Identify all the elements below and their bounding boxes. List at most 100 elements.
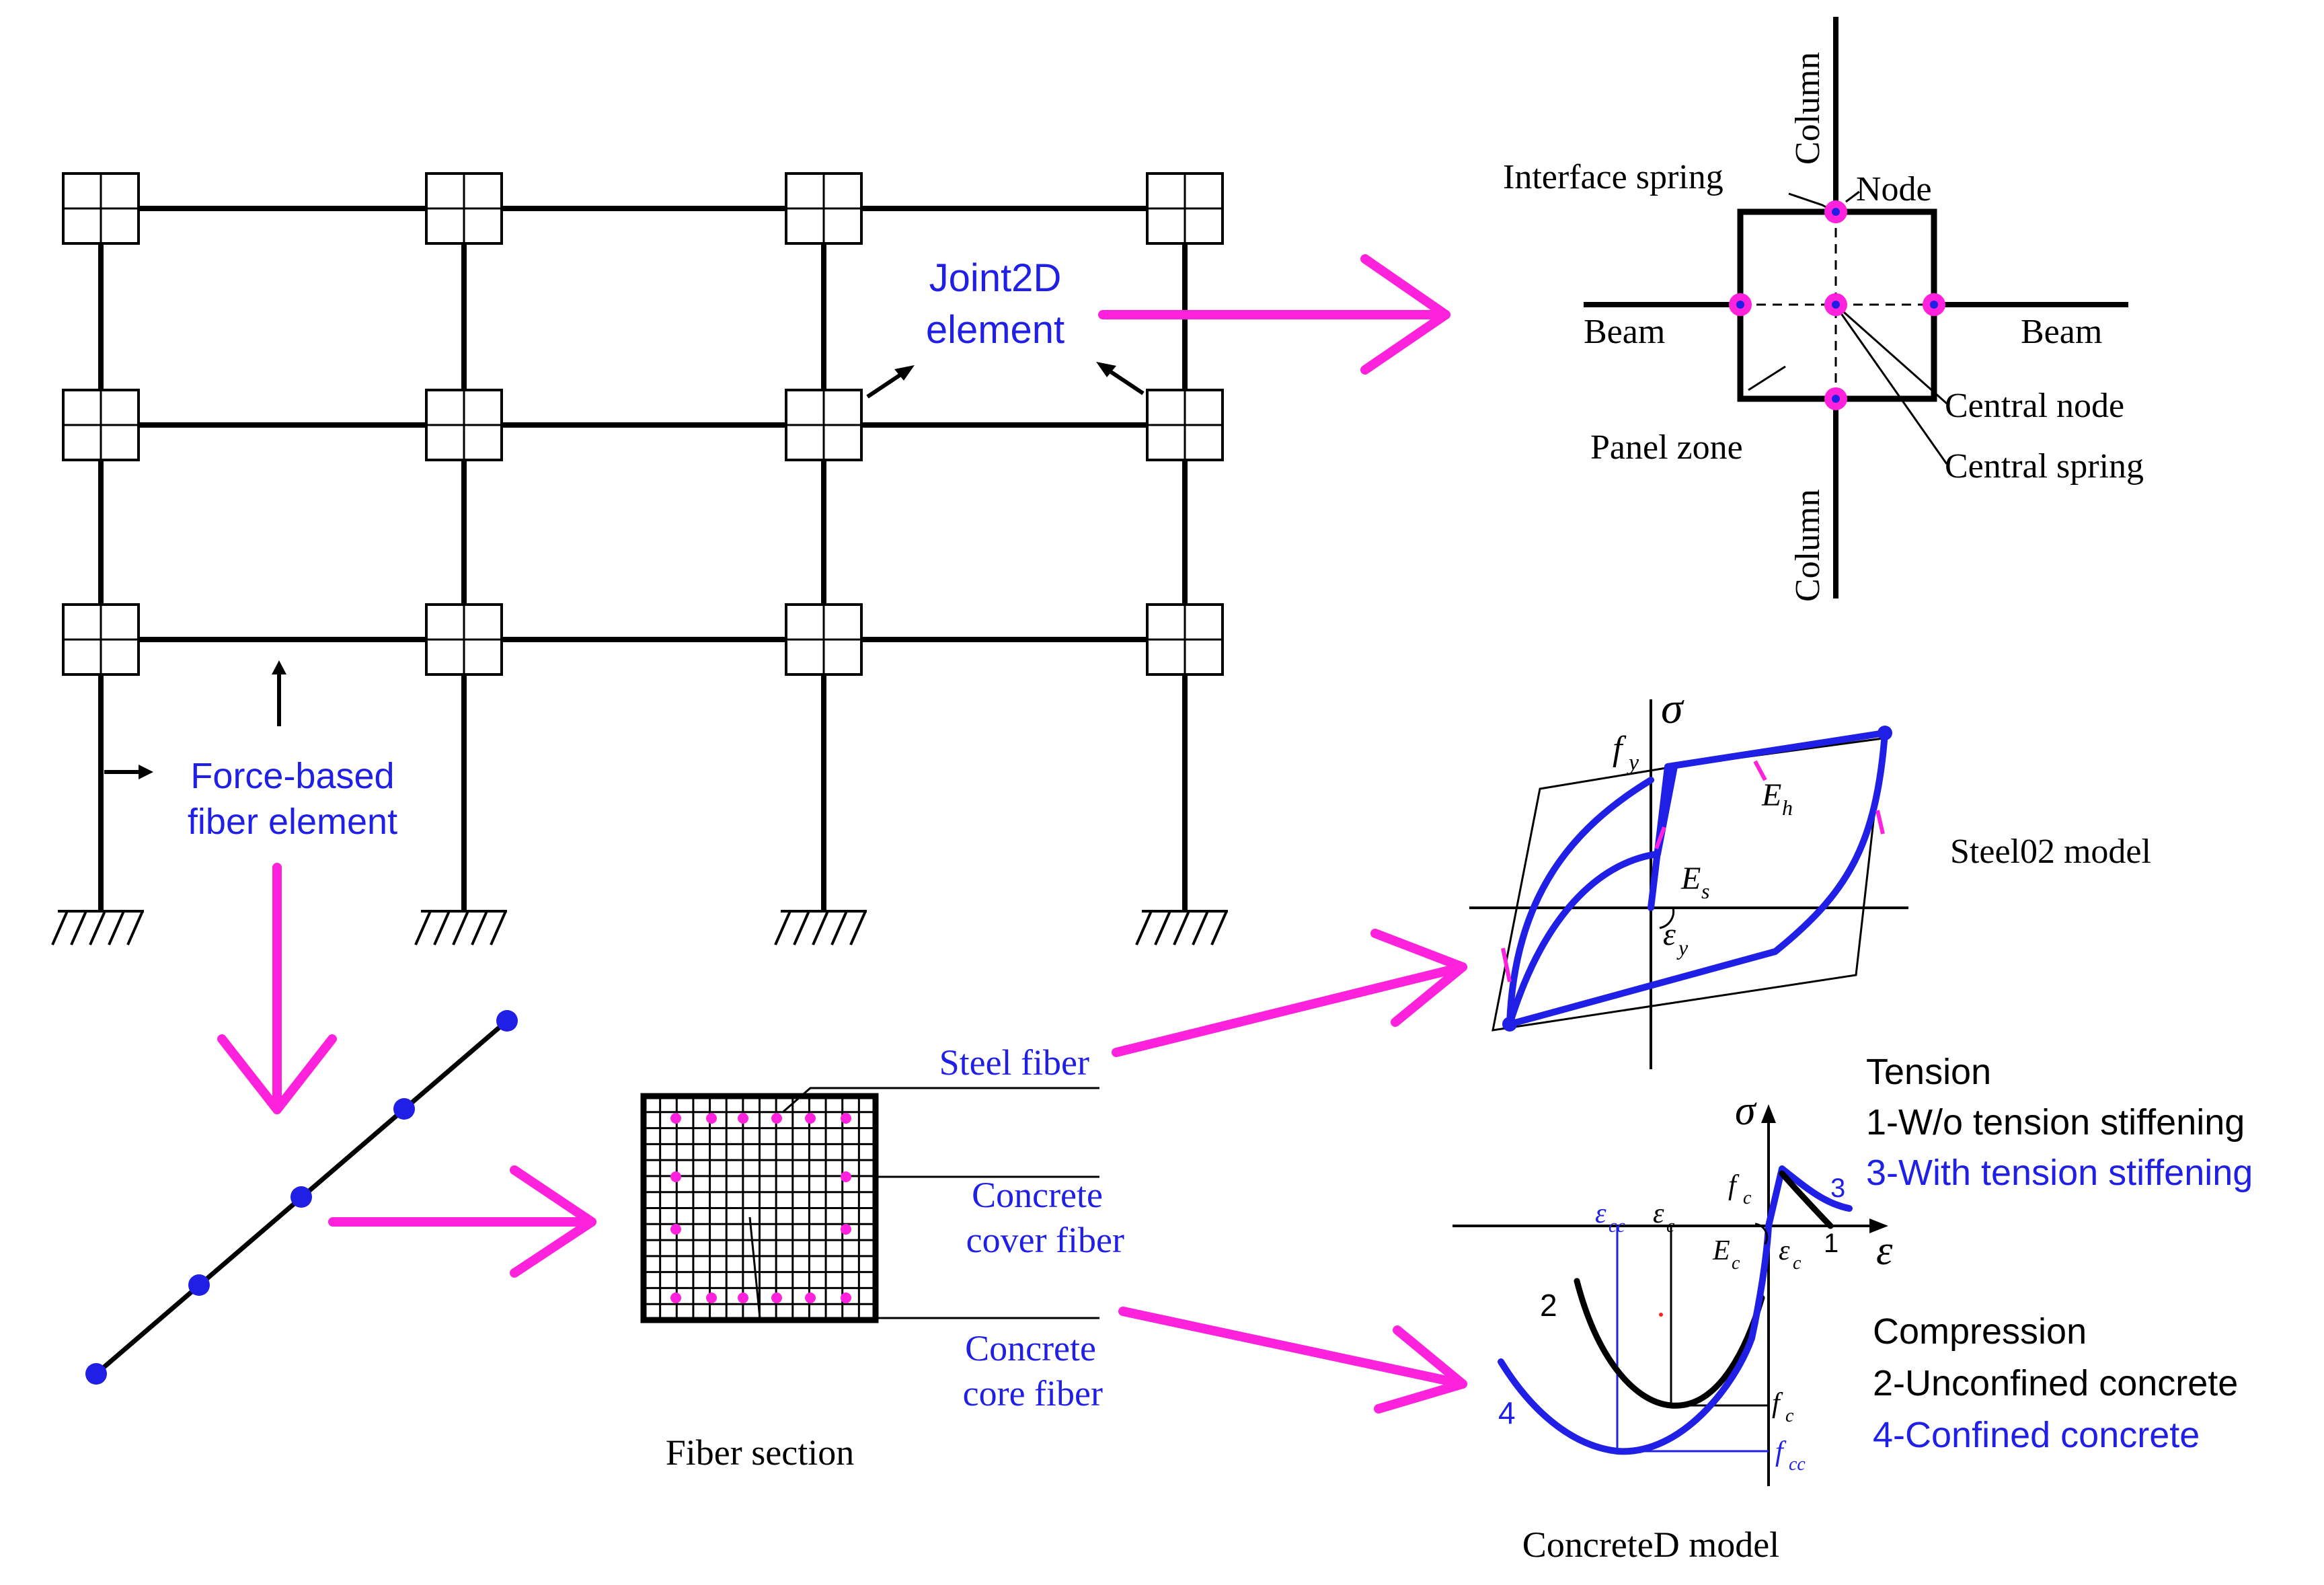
arrow-to-beam	[272, 660, 286, 726]
core-fiber-label-line1: Concrete	[965, 1328, 1096, 1368]
steel-fiber-label: Steel fiber	[939, 1042, 1089, 1083]
joint-detail	[1584, 17, 2128, 598]
steel-fiber-dot	[771, 1292, 782, 1303]
steel-sigma-label: σ	[1661, 684, 1684, 733]
cover-fiber-label-line1: Concrete	[972, 1175, 1103, 1215]
joint-box	[62, 389, 140, 461]
legend-tension-heading: Tension	[1866, 1052, 1991, 1092]
central-node	[1824, 293, 1847, 316]
es-slope-mark	[1654, 826, 1666, 850]
ey-label: ε	[1663, 917, 1676, 952]
x-axis-arrowhead	[1869, 1219, 1888, 1233]
fy-label: f	[1613, 730, 1627, 768]
integration-point	[496, 1010, 518, 1032]
steel-fiber-dot	[670, 1292, 681, 1303]
fiber-element-label-line2: fiber element	[188, 802, 397, 842]
arrow-to-fiber-element	[217, 863, 337, 1114]
ecc-label: ε	[1595, 1198, 1606, 1229]
ec-plus-label: ε	[1779, 1235, 1790, 1266]
integration-point	[85, 1363, 107, 1385]
steel-min-point	[1502, 1017, 1517, 1032]
fiber-section-caption: Fiber section	[666, 1432, 854, 1473]
fixed-support-icon	[774, 910, 868, 946]
joint-box	[1146, 389, 1224, 461]
legend-t3: 3-With tension stiffening	[1866, 1153, 2253, 1193]
leader-central-node	[1838, 307, 1947, 405]
steel-fiber-dot	[805, 1113, 816, 1124]
curve-4-label: 4	[1498, 1395, 1516, 1430]
eh-label: E	[1761, 777, 1781, 813]
integration-point	[290, 1186, 312, 1208]
arrow-to-steel-model	[1112, 929, 1467, 1057]
steel-fiber-dot	[738, 1292, 748, 1303]
joint-box	[425, 389, 503, 461]
concrete-epsilon-label: ε	[1876, 1228, 1893, 1274]
interface-node-top	[1824, 200, 1847, 223]
curve-3-label: 3	[1830, 1173, 1845, 1203]
steel-fiber-dot	[841, 1224, 851, 1235]
arrow-to-joint-right	[1096, 362, 1145, 395]
fcc-label: f	[1775, 1436, 1787, 1467]
section-outline	[640, 1093, 879, 1323]
steel-peak-point	[1877, 726, 1892, 740]
fc-subscript: c	[1785, 1405, 1794, 1426]
concrete-plot	[1452, 1104, 1888, 1486]
steel-fiber-dot	[771, 1113, 782, 1124]
joint-box	[785, 389, 863, 461]
steel-fiber-dot	[670, 1171, 681, 1182]
steel-fiber-dot	[670, 1224, 681, 1235]
y-axis-arrowhead	[1761, 1104, 1776, 1123]
steel-fiber-dot	[738, 1113, 748, 1124]
ec-label: ε	[1653, 1198, 1664, 1229]
es-subscript: s	[1701, 879, 1709, 903]
slope-mark	[1501, 948, 1512, 982]
joint-box	[1146, 603, 1224, 676]
steel-model-caption: Steel02 model	[1950, 833, 2151, 871]
pointer-arrows	[104, 362, 1145, 779]
arrow-to-fiber-section	[328, 1165, 596, 1278]
integration-point	[393, 1098, 415, 1120]
steel-fiber-dot	[706, 1113, 717, 1124]
beam-left-label: Beam	[1584, 313, 1665, 351]
pink-arrows	[217, 254, 1467, 1414]
fiber-element	[85, 1010, 518, 1385]
legend-c4: 4-Confined concrete	[1873, 1415, 2200, 1455]
curve-1-label: 1	[1824, 1229, 1838, 1258]
es-label: E	[1680, 861, 1701, 896]
cover-fiber-label-line2: cover fiber	[966, 1220, 1124, 1260]
concrete-sigma-label: σ	[1735, 1088, 1757, 1134]
frame-structure	[51, 172, 1229, 946]
legend-c2: 2-Unconfined concrete	[1873, 1363, 2238, 1403]
interface-node-left	[1729, 293, 1752, 316]
node-label: Node	[1856, 170, 1932, 208]
steel-fiber-dot	[841, 1171, 851, 1182]
joint-box	[425, 172, 503, 245]
ey-subscript: y	[1676, 935, 1689, 960]
joint-label-line1: Joint2D	[929, 256, 1062, 300]
fixed-support-icon	[1135, 910, 1229, 946]
core-fiber-label-line2: core fiber	[963, 1373, 1103, 1414]
Ec-label: E	[1712, 1235, 1730, 1266]
arrow-to-joint-left	[866, 365, 915, 399]
eh-slope-mark	[1753, 760, 1767, 781]
beam-right-label: Beam	[2021, 313, 2102, 351]
fiber-section	[640, 1087, 1099, 1323]
joint-box	[62, 603, 140, 676]
Ec-subscript: c	[1732, 1253, 1740, 1274]
curve-no-tension-stiffening	[1779, 1170, 1834, 1229]
central-node-label: Central node	[1945, 387, 2124, 425]
steel-fiber-dot	[841, 1292, 851, 1303]
panel-zone-label: Panel zone	[1590, 428, 1743, 467]
steel-hysteresis-loop-a	[1506, 730, 1888, 1028]
ec-plus-subscript: c	[1793, 1253, 1802, 1274]
curve-tension-stiffening	[1765, 1165, 1853, 1229]
column-top-label: Column	[1789, 52, 1827, 165]
steel-fiber-dot	[805, 1292, 816, 1303]
legend-t1: 1-W/o tension stiffening	[1866, 1102, 2245, 1143]
ecc-subscript: cc	[1609, 1216, 1625, 1237]
integration-point	[188, 1274, 210, 1296]
joint-box	[1146, 172, 1224, 245]
leader-node	[1845, 190, 1860, 203]
arrow-to-column	[104, 765, 153, 779]
